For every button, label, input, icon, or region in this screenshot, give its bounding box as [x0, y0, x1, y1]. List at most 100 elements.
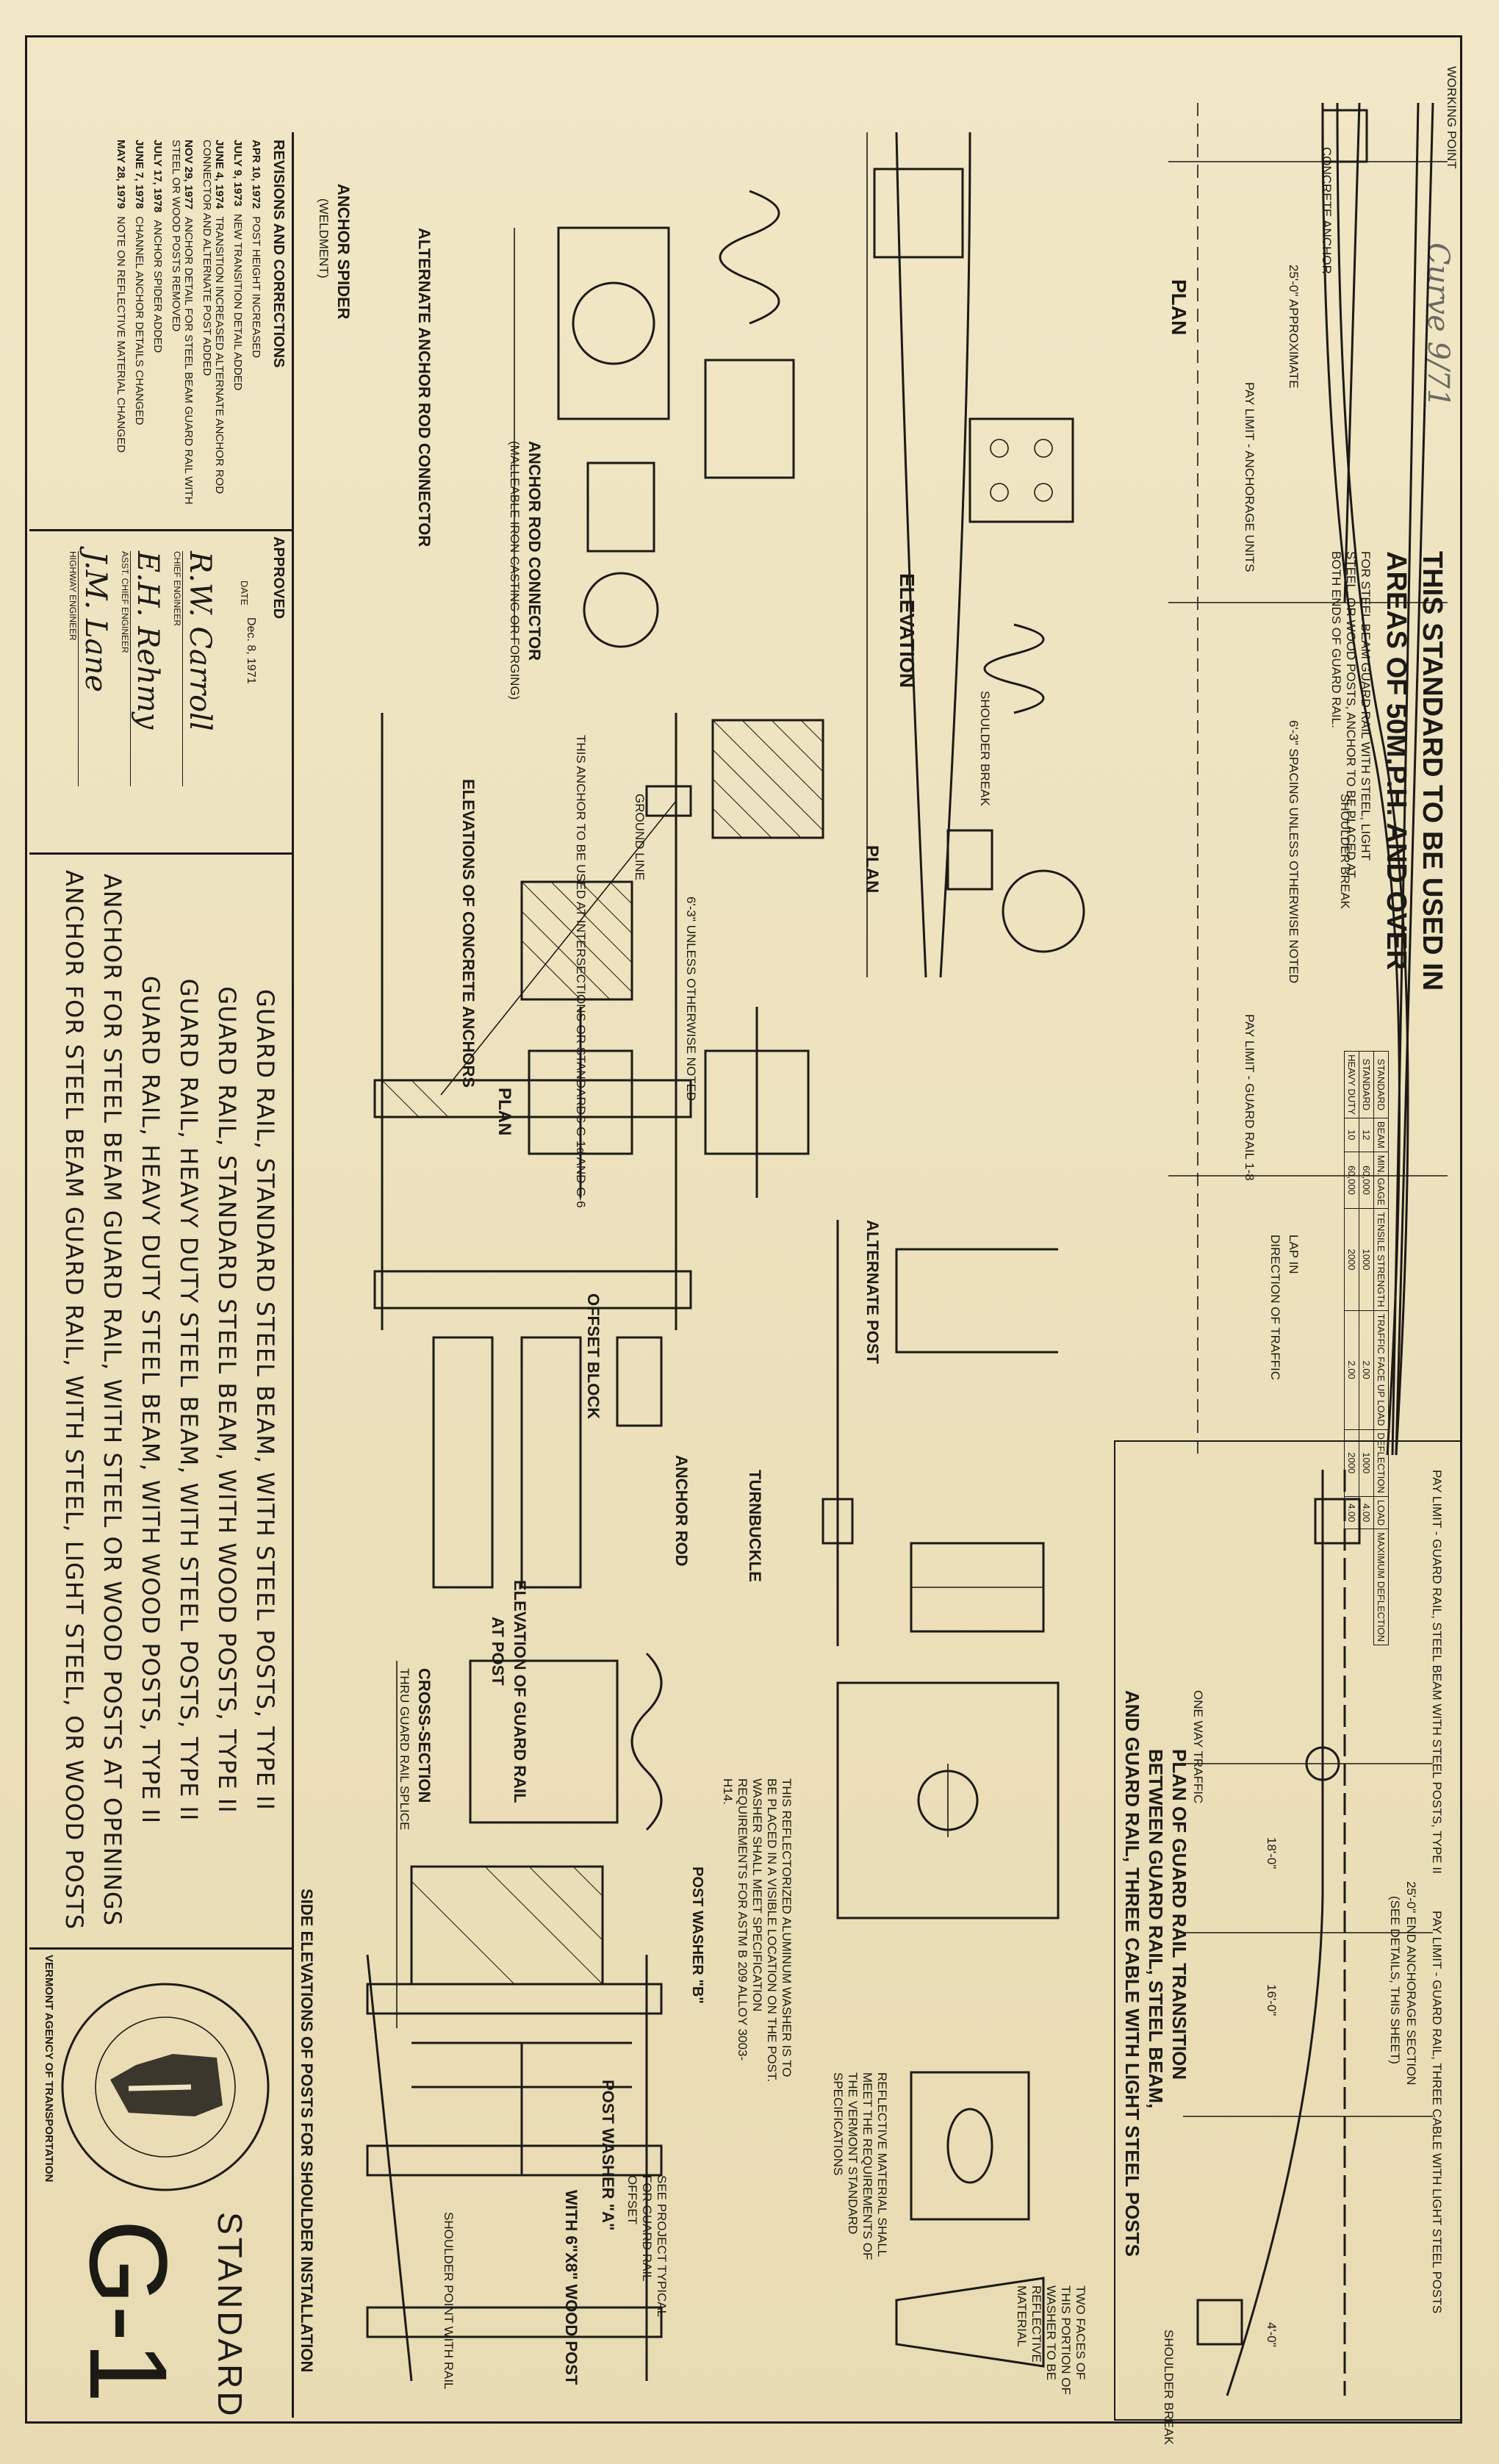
elev-guard-rail-label: ELEVATION OF GUARD RAIL [511, 1580, 529, 1803]
transition-title-1: PLAN OF GUARD RAIL TRANSITION [1168, 1749, 1190, 2080]
revision-entry: JULY 9, 1973NEW TRANSITION DETAIL ADDED [231, 140, 244, 522]
revision-entry: MAY 28, 1979NOTE ON REFLECTIVE MATERIAL … [115, 140, 127, 522]
signature: R.W. Carroll [183, 551, 217, 731]
anchor-spider-label: ANCHOR SPIDER [334, 184, 353, 320]
agency-seal [61, 1983, 270, 2191]
title-line: GUARD RAIL, HEAVY DUTY STEEL BEAM, WITH … [137, 975, 165, 1825]
revision-date: JULY 17, 1978 [151, 140, 164, 213]
revision-date: JULY 9, 1973 [231, 140, 244, 206]
table-cell: 2000 [1344, 1208, 1359, 1311]
shoulder-break-elev-label: SHOULDER BREAK [978, 691, 992, 806]
pay-limit-3-label: PAY LIMIT - ANCHORAGE UNITS [1243, 382, 1257, 572]
dim-16-label: 16'-0" [1265, 1984, 1279, 2016]
table-cell: 60,000 [1344, 1152, 1359, 1209]
spacing-note-label: 6'-3" SPACING UNLESS OTHERWISE NOTED [1287, 720, 1301, 984]
shoulder-point-label: SHOULDER POINT WITH RAIL [442, 2212, 456, 2390]
revision-date: JUNE 4, 1974 [213, 140, 226, 209]
reflect-note-2: REFLECTIVE MATERIAL SHALL MEET THE REQUI… [831, 2072, 889, 2260]
table-header-cell: TRAFFIC FACE UP LOAD [1373, 1310, 1389, 1430]
agency-name: VERMONT AGENCY OF TRANSPORTATION [43, 1955, 55, 2183]
signature-title: CHIEF ENGINEER [172, 551, 183, 786]
side-elev-label: SIDE ELEVATIONS OF POSTS FOR SHOULDER IN… [298, 1889, 316, 2373]
title-line: GUARD RAIL, HEAVY DUTY STEEL BEAM, WITH … [175, 978, 203, 1822]
concrete-anchor-label: CONCRETE ANCHOR [1320, 147, 1334, 274]
elev-guard-rail-sub: AT POST [489, 1617, 507, 1686]
top-plan-drawing [1168, 102, 1448, 1456]
revision-text: NEW TRANSITION DETAIL ADDED [231, 213, 244, 391]
revisions-block: REVISIONS AND CORRECTIONS APR 10, 1972PO… [109, 140, 287, 522]
side-elevations-drawing [366, 1954, 663, 2382]
date-label: DATE [239, 581, 250, 606]
revision-entry: NOV 29, 1977ANCHOR DETAIL FOR STEEL BEAM… [170, 140, 195, 522]
concrete-anchor-drawing [520, 719, 824, 1198]
table-cell: HEAVY DUTY [1344, 1051, 1359, 1118]
revision-entry: APR 10, 1972POST HEIGHT INCREASED [250, 140, 262, 522]
title-line: ANCHOR FOR STEEL BEAM GUARD RAIL, WITH S… [60, 869, 88, 1930]
working-point-label: WORKING POINT [1445, 66, 1459, 169]
cross-section-label: CROSS-SECTION [415, 1668, 434, 1803]
revisions-heading: REVISIONS AND CORRECTIONS [270, 140, 287, 368]
standard-number: G-1 [67, 2219, 190, 2404]
title-block-div-2 [29, 852, 294, 855]
revision-date: APR 10, 1972 [250, 140, 262, 209]
offset-block-label: OFFSET BLOCK [584, 1293, 603, 1420]
anchor-connector-drawing [514, 190, 795, 648]
approved-date: Dec. 8, 1971 [245, 617, 257, 684]
revision-entry: JUNE 7, 1978CHANNEL ANCHOR DETAILS CHANG… [133, 140, 145, 522]
revision-entry: JULY 17, 1978ANCHOR SPIDER ADDED [151, 140, 164, 522]
anchor-note-label: THIS ANCHOR TO BE USED AT INTERSECTIONS … [574, 735, 588, 1208]
cross-section-sub: THRU GUARD RAIL SPLICE [398, 1668, 411, 1831]
transition-title-2: BETWEEN GUARD RAIL, STEEL BEAM, [1145, 1749, 1167, 2109]
lap-in-label: LAP IN [1287, 1235, 1301, 1274]
table-cell: 10 [1344, 1118, 1359, 1152]
revision-entry: JUNE 4, 1974TRANSITION INCREASED ALTERNA… [201, 140, 226, 522]
signature: E.H. Rehmy [131, 551, 165, 730]
table-cell: 12 [1359, 1118, 1374, 1152]
title-block-div-3 [29, 1947, 294, 1950]
signature-title: HIGHWAY ENGINEER [68, 551, 79, 786]
anchor-connector-sub: (MALLEABLE IRON CASTING OR FORGING) [508, 441, 522, 700]
pay-limit-4-label: PAY LIMIT - GUARD RAIL 1-8 [1243, 1014, 1257, 1181]
elevation-drawing [866, 132, 1085, 978]
revision-date: JUNE 7, 1978 [133, 140, 145, 209]
table-cell: STANDARD [1359, 1051, 1374, 1118]
anchor-connector-label: ANCHOR ROD CONNECTOR [525, 441, 544, 661]
approved-label: APPROVED [270, 536, 287, 619]
transition-title-3: AND GUARD RAIL, THREE CABLE WITH LIGHT S… [1121, 1690, 1143, 2257]
pay-limit-1-label: PAY LIMIT - GUARD RAIL, STEEL BEAM WITH … [1430, 1470, 1444, 1874]
revision-text: NOTE ON REFLECTIVE MATERIAL CHANGED [115, 216, 127, 453]
approx-25-label: 25'-0" APPROXIMATE [1287, 265, 1301, 389]
elevation-label: ELEVATION [896, 573, 919, 689]
title-line: GUARD RAIL, STANDARD STEEL BEAM, WITH WO… [213, 986, 241, 1814]
revision-date: NOV 29, 1977 [182, 140, 195, 210]
title-lines: GUARD RAIL, STANDARD STEEL BEAM, WITH ST… [60, 860, 279, 1940]
title-line: GUARD RAIL, STANDARD STEEL BEAM, WITH ST… [251, 989, 279, 1811]
revisions-list: APR 10, 1972POST HEIGHT INCREASED JULY 9,… [115, 140, 262, 522]
revision-date: MAY 28, 1979 [115, 140, 127, 209]
signature-title: ASST. CHIEF ENGINEER [120, 551, 131, 786]
see-project-label: SEE PROJECT TYPICAL FOR GUARD RAIL OFFSE… [625, 2175, 669, 2317]
anchor-spider-sub: (WELDMENT) [317, 198, 331, 279]
table-cell: 2.00 [1359, 1310, 1374, 1430]
see-details-label: (SEE DETAILS, THIS SHEET) [1388, 1896, 1402, 2064]
table-cell: 2.00 [1344, 1310, 1359, 1430]
alternate-post-drawing [822, 1220, 1058, 1646]
table-cell: 1000 [1359, 1208, 1374, 1311]
standard-label: STANDARD [211, 2212, 249, 2419]
reflective-washer-drawing [836, 1681, 1060, 2368]
table-header-cell: TENSILE STRENGTH [1373, 1208, 1389, 1311]
alternate-post-label: ALTERNATE POST [863, 1220, 882, 1364]
title-line: ANCHOR FOR STEEL BEAM GUARD RAIL, WITH S… [98, 873, 126, 1927]
plan-label: PLAN [1168, 279, 1190, 336]
direction-traffic-label: DIRECTION OF TRAFFIC [1268, 1235, 1282, 1381]
ground-line-label: GROUND LINE [633, 794, 647, 881]
pay-limit-2-label: PAY LIMIT - GUARD RAIL, THREE CABLE WITH… [1430, 1911, 1444, 2314]
anchor-elevation-drawing [373, 713, 692, 1330]
title-list: GUARD RAIL, STANDARD STEEL BEAM, WITH ST… [50, 860, 279, 1940]
